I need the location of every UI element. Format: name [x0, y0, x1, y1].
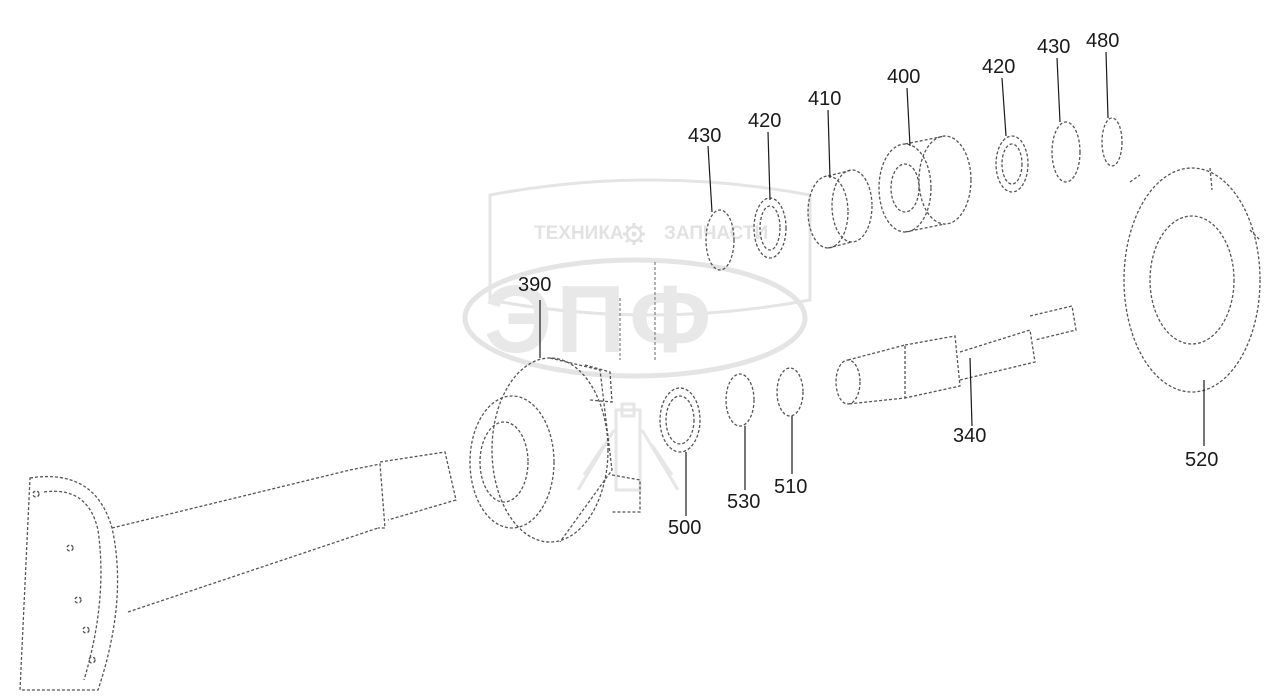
watermark-shield — [488, 178, 812, 317]
callout-480: 480 — [1086, 30, 1120, 52]
callout-430-left: 430 — [688, 125, 722, 147]
disc-520-part — [1123, 167, 1261, 393]
retaining-ring-510-part — [776, 367, 804, 417]
leader-480 — [1105, 51, 1109, 119]
callout-530: 530 — [727, 491, 761, 513]
ring-480-part — [1101, 117, 1123, 167]
axle-shaft-part — [19, 451, 457, 691]
callout-500: 500 — [668, 517, 702, 539]
leader-400 — [906, 87, 911, 147]
watermark-text-left: ТЕХНИКА — [534, 223, 624, 244]
callout-430-right: 430 — [1037, 36, 1071, 58]
leader-430a — [707, 145, 713, 213]
leader-410 — [827, 109, 831, 179]
leader-420b — [1001, 77, 1007, 137]
watermark-brand: ЭПФ — [484, 266, 716, 373]
retaining-ring-430b-part — [1051, 121, 1081, 183]
thrust-washer-500-part — [659, 387, 701, 453]
washer-420a-part — [753, 197, 787, 259]
leader-430b — [1056, 57, 1061, 123]
needle-bearing-410-part — [807, 169, 873, 249]
retaining-ring-430a-part — [705, 209, 735, 271]
leader-340 — [969, 357, 973, 427]
callout-510: 510 — [774, 476, 808, 498]
callout-390: 390 — [518, 274, 552, 296]
callout-410: 410 — [808, 88, 842, 110]
callout-420-right: 420 — [982, 56, 1016, 78]
leader-420a — [767, 131, 771, 201]
callout-520: 520 — [1185, 449, 1219, 471]
callout-340: 340 — [953, 425, 987, 447]
washer-420b-part — [995, 135, 1029, 193]
watermark-oval — [462, 257, 808, 379]
ring-530-part — [725, 373, 755, 427]
planet-gear-400-part — [878, 135, 972, 233]
callout-400: 400 — [887, 66, 921, 88]
planet-carrier-part — [469, 357, 641, 543]
callout-420-left: 420 — [748, 110, 782, 132]
watermark-gear-icon — [623, 223, 645, 245]
sun-shaft-340-part — [835, 305, 1077, 405]
watermark-text-right: ЗАПЧАСТИ — [664, 223, 769, 244]
